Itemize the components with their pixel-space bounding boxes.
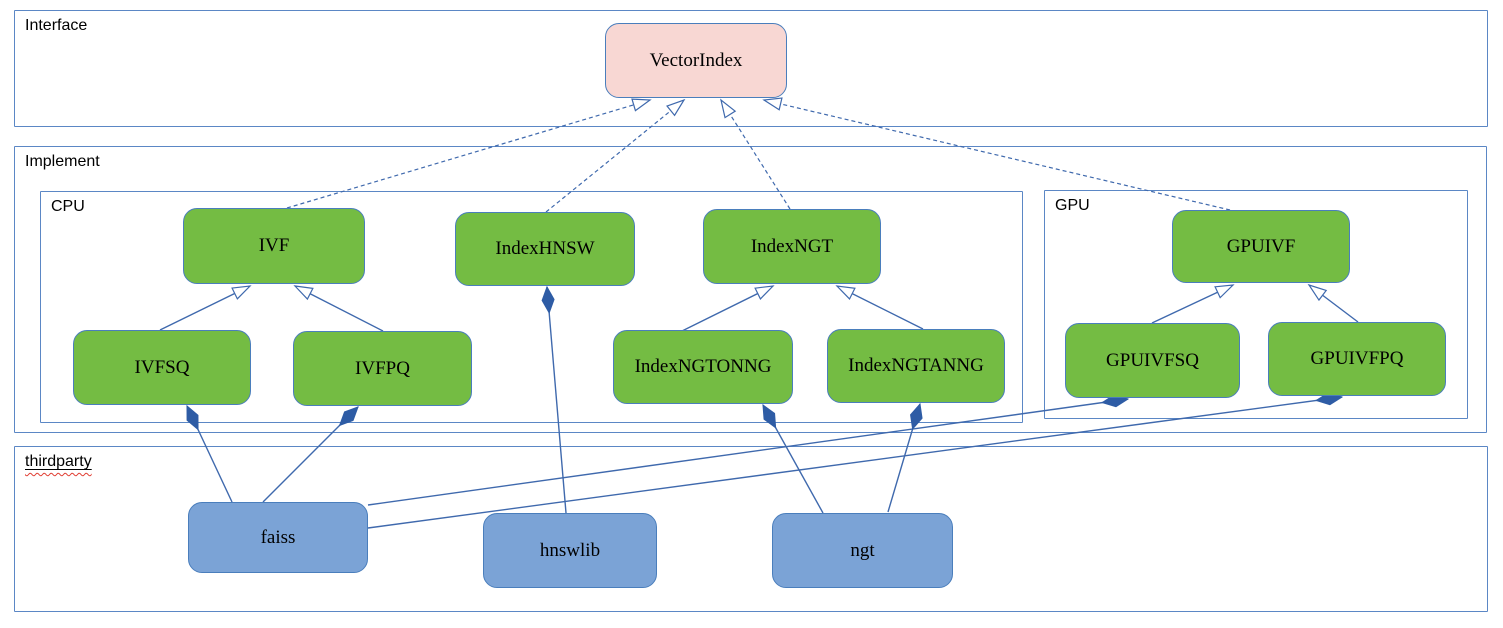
node-indexhnsw[interactable]: IndexHNSW xyxy=(455,212,635,286)
container-thirdparty-label: thirdparty xyxy=(25,453,92,471)
node-gpuivfpq-label: GPUIVFPQ xyxy=(1310,348,1404,369)
node-indexngtonng-label: IndexNGTONNG xyxy=(634,356,772,377)
spellcheck-squiggle: thirdparty xyxy=(25,453,92,470)
node-hnswlib-label: hnswlib xyxy=(539,539,601,561)
node-ngt[interactable]: ngt xyxy=(772,513,953,588)
node-gpuivfsq-label: GPUIVFSQ xyxy=(1106,349,1199,371)
node-hnswlib[interactable]: hnswlib xyxy=(483,513,657,588)
node-ivfpq[interactable]: IVFPQ xyxy=(293,331,472,406)
node-faiss[interactable]: faiss xyxy=(188,502,368,573)
node-gpuivf-label: GPUIVF xyxy=(1226,235,1296,257)
node-gpuivfsq[interactable]: GPUIVFSQ xyxy=(1065,323,1240,398)
node-ivfpq-label: IVFPQ xyxy=(355,357,410,379)
node-indexngt[interactable]: IndexNGT xyxy=(703,209,881,284)
node-gpuivf[interactable]: GPUIVF xyxy=(1172,210,1350,283)
container-cpu-label: CPU xyxy=(51,198,85,215)
container-gpu-label: GPU xyxy=(1055,197,1090,214)
node-ivf-label: IVF xyxy=(258,235,290,256)
container-interface-label: Interface xyxy=(25,17,88,34)
node-indexhnsw-label: IndexHNSW xyxy=(495,238,595,259)
node-indexngtanng-label: IndexNGTANNG xyxy=(848,355,984,376)
node-faiss-label: faiss xyxy=(260,526,296,548)
node-indexngtonng[interactable]: IndexNGTONNG xyxy=(613,330,793,404)
node-indexngt-label: IndexNGT xyxy=(750,235,834,257)
node-vectorindex[interactable]: VectorIndex xyxy=(605,23,787,98)
node-ivf[interactable]: IVF xyxy=(183,208,365,284)
container-implement-label: Implement xyxy=(25,153,100,170)
node-ngt-label: ngt xyxy=(850,539,875,561)
node-ivfsq[interactable]: IVFSQ xyxy=(73,330,251,405)
node-indexngtanng[interactable]: IndexNGTANNG xyxy=(827,329,1005,403)
node-gpuivfpq[interactable]: GPUIVFPQ xyxy=(1268,322,1446,396)
node-vectorindex-label: VectorIndex xyxy=(649,49,743,71)
node-ivfsq-label: IVFSQ xyxy=(134,356,190,378)
